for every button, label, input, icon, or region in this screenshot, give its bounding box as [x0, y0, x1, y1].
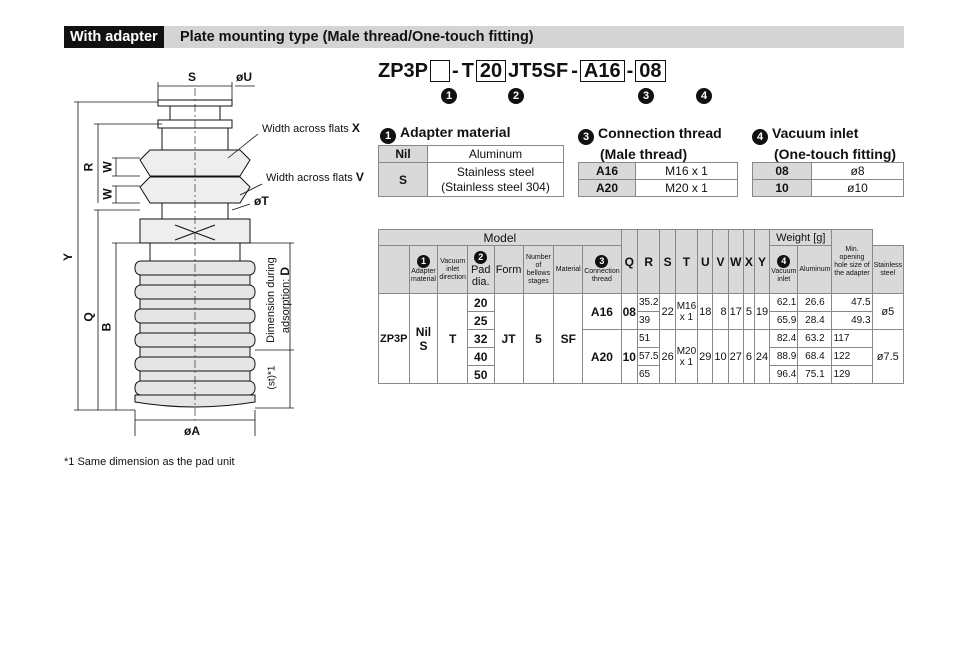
- dim-q-label: Q: [81, 312, 96, 322]
- code-t: T: [461, 59, 474, 82]
- dim-y-label: Y: [61, 252, 76, 262]
- dim-b-label: B: [99, 322, 114, 332]
- code-sep: -: [571, 59, 578, 82]
- code-box-inlet: 08: [635, 60, 666, 82]
- dim-w-lower-label: W: [100, 188, 115, 200]
- code-box-material: [430, 60, 451, 82]
- dim-a-label: øA: [184, 424, 200, 438]
- marker-3: 3: [638, 88, 654, 104]
- table-row: 25 39 65.9 28.4 49.3: [379, 311, 904, 330]
- dimensions-table: Model Q R S T U V W X Y Weight [g] Min. …: [378, 229, 905, 384]
- marker-4: 4: [696, 88, 712, 104]
- dim-s-label: S: [188, 70, 197, 84]
- dim-st-label: (st)*1: [266, 365, 278, 390]
- code-prefix: ZP3P: [378, 59, 429, 82]
- dim-r-label: R: [81, 162, 96, 172]
- dim-w-upper-label: W: [100, 161, 115, 173]
- code-sep: -: [452, 59, 459, 82]
- dim-d-label: Dimension during adsorption: D: [265, 257, 292, 343]
- code-box-thread: A16: [579, 60, 625, 82]
- section-title: Plate mounting type (Male thread/One-tou…: [180, 29, 534, 45]
- dim-t-label: øT: [254, 194, 269, 208]
- section-tag: With adapter: [64, 26, 164, 48]
- section-banner: With adapter Plate mounting type (Male t…: [64, 26, 904, 48]
- model-code: ZP3P - T 20 JT5SF - A16 - 08: [378, 58, 668, 84]
- marker-2: 2: [508, 88, 524, 104]
- across-flats-x-text: Width across flats X: [262, 121, 360, 135]
- table-row: 50 65 96.4 75.1 129: [379, 365, 904, 384]
- footnote: *1 Same dimension as the pad unit: [64, 456, 235, 468]
- marker-1: 1: [441, 88, 457, 104]
- code-box-pad: 20: [475, 60, 507, 82]
- code-mid: JT5SF: [508, 59, 569, 82]
- dim-u-label: øU: [236, 70, 252, 84]
- across-flats-v-text: Width across flats V: [266, 170, 364, 184]
- table-row: ZP3P Nil S T 20 JT 5 SF A16 08 35.2 22 M…: [378, 293, 905, 384]
- pad-lip: [134, 394, 256, 408]
- code-sep: -: [626, 59, 634, 82]
- table-row: 32 A20 10 51 26 M20 x 1 29 10 27 6 24 82…: [379, 329, 905, 384]
